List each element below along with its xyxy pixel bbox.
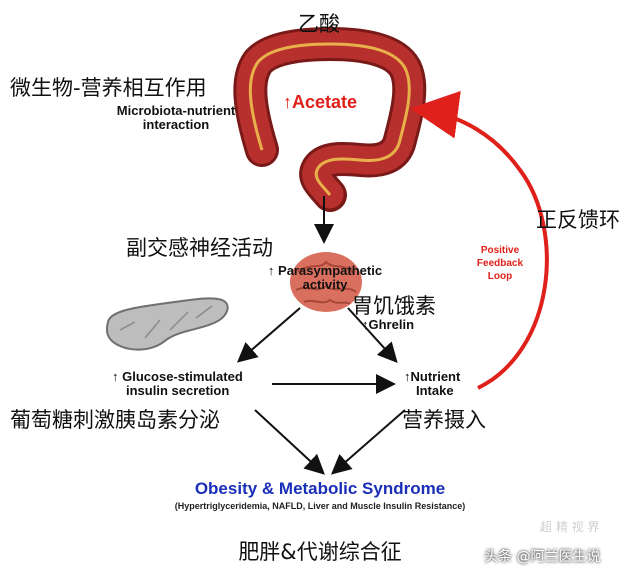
microbiota-en-label: Microbiota-nutrient interaction [112,104,240,132]
up-arrow-icon: ↑ [112,369,119,384]
acetate-en-text: Acetate [292,92,358,112]
colon-icon [233,26,427,212]
feedback-en-line3: Loop [487,271,513,282]
arrow-brain-to-glucose [236,307,301,363]
nutrient-en-line2: Intake [416,383,454,398]
up-arrow-icon: ↑ [283,92,292,112]
up-arrow-icon: ↑ [267,263,275,278]
brain-icon [290,252,362,312]
microbiota-en-line2: interaction [142,117,210,132]
arrow-brain-to-nutrient [347,307,398,363]
ghrelin-zh-label: 胃饥饿素 [352,294,436,318]
glucose-en-line1: Glucose-stimulated [122,369,243,384]
nutrient-en-line1: Nutrient [410,369,461,384]
glucose-en-label: ↑ Glucose-stimulated insulin secretion [112,370,243,398]
feedback-en-label: Positive Feedback Loop [470,244,530,283]
watermark: 头条 @阿兰医生说 [484,549,601,565]
nutrient-zh-label: 营养摄入 [402,408,486,432]
parasympathetic-en-label: ↑ Parasympathetic activity [250,264,400,292]
feedback-en-line1: Positive [480,245,520,256]
up-arrow-icon: ↑ [362,317,369,332]
feedback-zh-label: 正反馈环 [536,208,620,232]
ghrelin-en-label: ↑Ghrelin [362,318,414,332]
microbiota-zh-label: 微生物-营养相互作用 [10,76,207,100]
acetate-zh-label: 乙酸 [298,12,340,36]
ghrelin-en-text: Ghrelin [368,317,415,332]
acetate-en-label: ↑Acetate [283,92,357,113]
nutrient-en-label: ↑Nutrient Intake [404,370,460,398]
pancreas-icon [106,297,229,351]
faded-watermark: 超 精 视 界 [540,520,600,534]
positive-feedback-arrow [410,90,549,390]
parasympathetic-zh-label: 副交感神经活动 [126,236,273,260]
obesity-en-subtitle: (Hypertriglyceridemia, NAFLD, Liver and … [174,501,466,511]
glucose-en-line2: insulin secretion [126,383,230,398]
parasympathetic-en-line2: activity [302,277,348,292]
obesity-zh-label: 肥胖&代谢综合征 [238,540,402,564]
arrow-glucose-to-obesity [254,409,325,475]
arrow-nutrient-to-obesity [330,409,406,475]
obesity-en-title: Obesity & Metabolic Syndrome [194,479,446,498]
feedback-en-line2: Feedback [476,258,524,269]
microbiota-en-line1: Microbiota-nutrient [116,103,236,118]
parasympathetic-en-line1: Parasympathetic [278,263,383,278]
glucose-zh-label: 葡萄糖刺激胰岛素分泌 [10,408,220,432]
up-arrow-icon: ↑ [404,369,411,384]
